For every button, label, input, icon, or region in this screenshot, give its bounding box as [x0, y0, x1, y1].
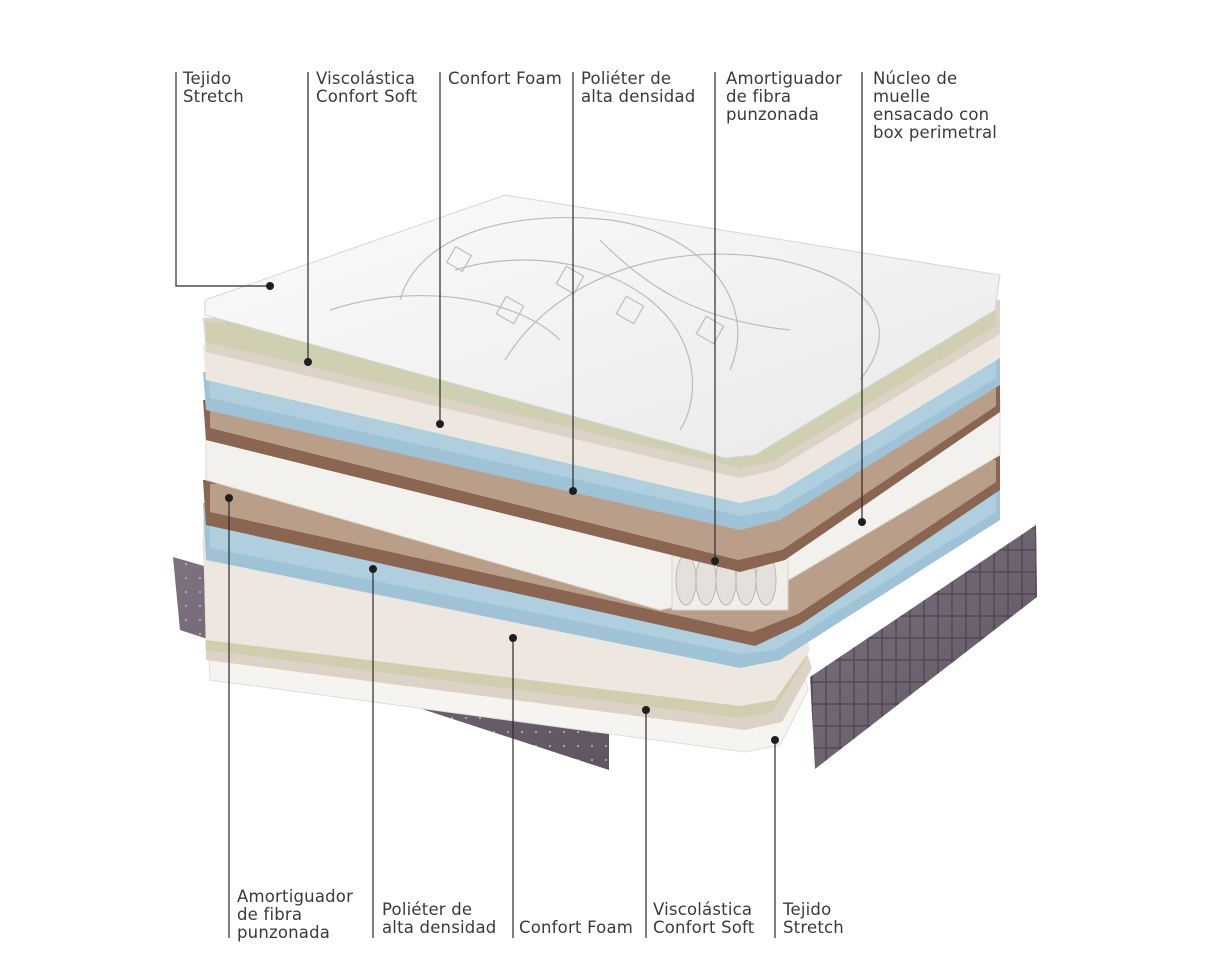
label-polieter-alta-densidad-top: Poliéter de alta densidad [581, 69, 696, 106]
label-amortiguador-fibra-bottom: Amortiguador de fibra punzonada [237, 887, 354, 942]
dot-top-1 [266, 282, 274, 290]
label-viscolastica-confort-soft-bottom: Viscolástica Confort Soft [653, 900, 755, 937]
dot-bot-5 [771, 736, 779, 744]
label-polieter-alta-densidad-bottom: Poliéter de alta densidad [382, 900, 497, 937]
label-viscolastica-confort-soft-top: Viscolástica Confort Soft [316, 69, 418, 106]
dot-top-3 [436, 420, 444, 428]
label-confort-foam-bottom: Confort Foam [519, 918, 634, 937]
label-amortiguador-fibra-top: Amortiguador de fibra punzonada [726, 69, 843, 124]
label-nucleo-muelle-ensacado: Núcleo de muelle ensacado con box perime… [873, 69, 998, 142]
label-tejido-stretch-bottom: Tejido Stretch [783, 900, 844, 937]
dot-top-4 [569, 487, 577, 495]
label-tejido-stretch-top: Tejido Stretch [183, 69, 244, 106]
quilt-pattern [329, 217, 880, 431]
dot-bot-2 [369, 565, 377, 573]
dot-top-6 [858, 518, 866, 526]
dot-top-2 [304, 358, 312, 366]
leader-lines [175, 72, 863, 938]
right-side-panel [810, 525, 1037, 769]
leader-dots [225, 282, 866, 744]
dot-bot-4 [642, 706, 650, 714]
dot-bot-1 [225, 494, 233, 502]
dot-top-5 [711, 557, 719, 565]
label-confort-foam-top: Confort Foam [448, 69, 563, 88]
dot-bot-3 [509, 634, 517, 642]
mattress-stack [202, 194, 1001, 753]
